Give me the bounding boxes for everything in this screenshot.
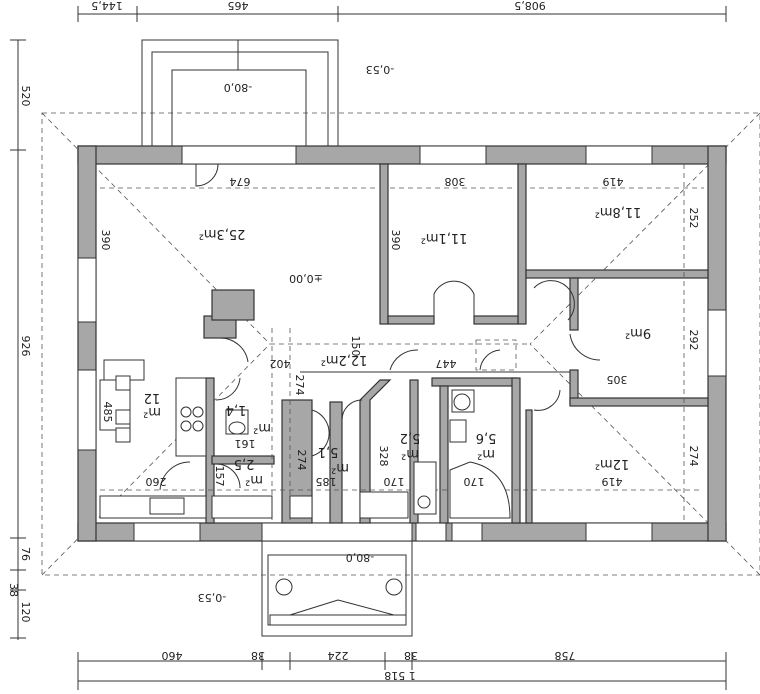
level-outside-bottom: -0,53 [198, 591, 226, 604]
entry-depth: 274 [295, 450, 308, 471]
utility-width: 170 [384, 475, 405, 488]
dim-bottom-3: 224 [328, 649, 349, 662]
dim-top-3: 908,5 [514, 0, 546, 12]
level-outside-top: -0,53 [366, 63, 394, 76]
kitchen-width: 260 [146, 475, 167, 488]
hall-width: 402 [270, 357, 291, 370]
kitchen-depth: 485 [101, 402, 114, 423]
level-main: ±0,00 [289, 272, 323, 285]
dim-left-3: 76 [19, 547, 32, 561]
dim-left-1: 520 [19, 86, 32, 107]
kitchen-unit: m² [143, 404, 161, 419]
wc-width: 157 [213, 466, 226, 487]
dim-bottom-4: 38 [404, 649, 418, 662]
pantry-width: 161 [235, 437, 256, 450]
bath-area: 5,6 [476, 430, 497, 445]
dim-bottom-5: 758 [555, 649, 576, 662]
interior-walls [203, 163, 709, 524]
room3-area: 9m² [625, 325, 651, 340]
entry-area: 5,1 [318, 444, 339, 459]
living-depth: 390 [99, 230, 112, 251]
pantry-unit: m² [253, 420, 271, 435]
utility-unit: m² [401, 446, 419, 461]
dim-top-1: 144,5 [91, 0, 123, 12]
living-width: 674 [230, 175, 251, 188]
room2-area: 11,8m² [595, 204, 642, 219]
kitchen-area: 12 [144, 390, 161, 405]
room4-width: 419 [602, 475, 623, 488]
room3-width: 305 [607, 373, 628, 386]
dim-left-4: 38 [7, 583, 20, 597]
doors [159, 163, 601, 491]
wc-area: 2,5 [234, 456, 255, 471]
dim-bottom-2: 38 [251, 649, 265, 662]
living-area: 25,3m² [199, 226, 246, 241]
bottom-dimension-chain: 460 38 224 38 758 1 518 [77, 649, 727, 690]
bath-width: 170 [464, 475, 485, 488]
dim-left-2: 926 [19, 336, 32, 357]
dim-bottom-1: 460 [162, 649, 183, 662]
bath-fixtures [225, 389, 511, 519]
dashed-hall-lines [100, 164, 704, 520]
entry-unit: m² [331, 460, 349, 475]
room4-area: 12m² [595, 456, 629, 471]
bath-depth: 447 [436, 357, 457, 370]
utility-depth: 328 [377, 446, 390, 467]
room2-depth: 252 [687, 208, 700, 229]
hall-depth: 274 [293, 375, 306, 396]
entrance-steps [261, 540, 413, 637]
bath-unit: m² [477, 446, 495, 461]
hall-extra: 150 [349, 336, 362, 357]
dim-left-5: 120 [19, 602, 32, 623]
dim-bottom-total: 1 518 [384, 669, 416, 682]
room2-width: 419 [603, 175, 624, 188]
level-terrace-top: -80,0 [224, 81, 252, 94]
top-dimension-chain: 144,5 465 908,5 [77, 0, 727, 22]
room1-width: 308 [445, 175, 466, 188]
dim-top-2: 465 [228, 0, 249, 12]
wc-unit: m² [245, 472, 263, 487]
hall-area: 12,2m² [321, 352, 368, 367]
pantry-area: 1,4 [226, 402, 247, 417]
windows [77, 145, 727, 542]
room-labels: 25,3m² 674 390 11,1m² 308 390 11,8m² 419… [99, 175, 700, 488]
room3-depth: 292 [687, 330, 700, 351]
entry-width: 185 [316, 475, 337, 488]
room1-area: 11,1m² [421, 230, 468, 245]
utility-area: 5,2 [400, 430, 421, 445]
room4-depth: 274 [687, 446, 700, 467]
level-entry: -80,0 [346, 551, 374, 564]
left-dimension-chain: 520 926 76 38 120 [7, 39, 32, 640]
kitchen-furniture [99, 359, 313, 519]
room1-depth: 390 [389, 230, 402, 251]
